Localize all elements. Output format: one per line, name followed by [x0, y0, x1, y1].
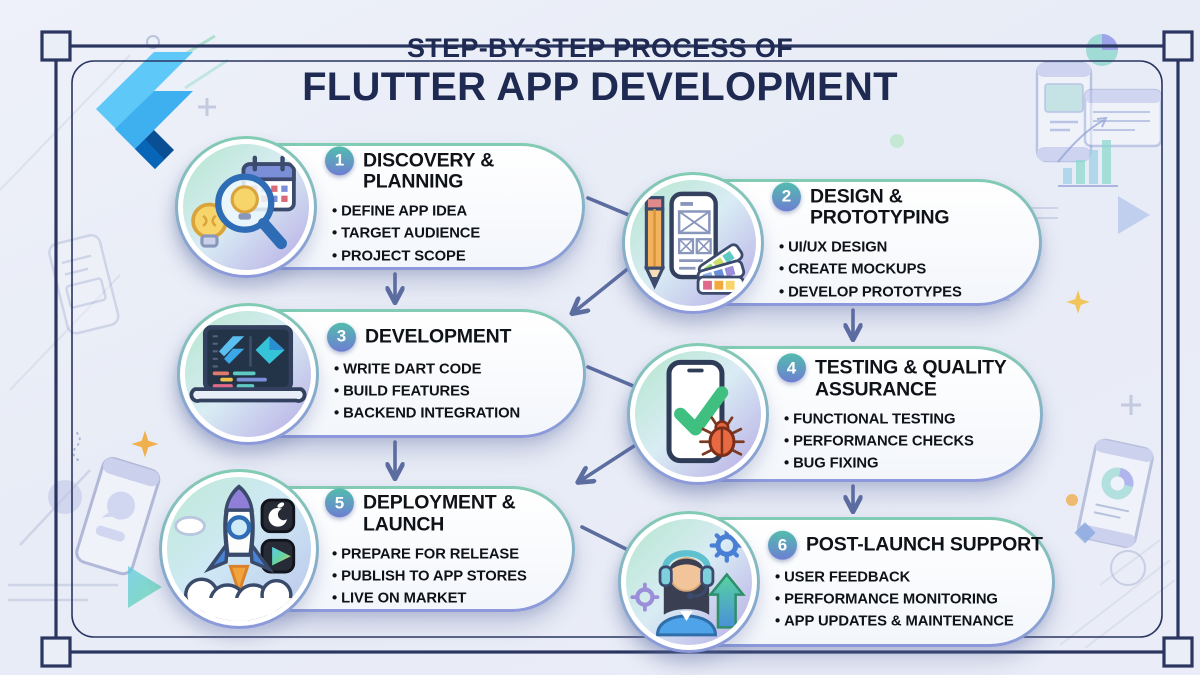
- step-title: POST-LAUNCH SUPPORT: [806, 533, 1043, 556]
- laptop-code-icon: [189, 324, 307, 403]
- bar-chart-icon: [1057, 116, 1118, 187]
- title-line-2: FLUTTER APP DEVELOPMENT: [302, 64, 898, 109]
- phone-sketch-icon: [48, 234, 120, 335]
- step-card-6: 6 POST-LAUNCH SUPPORT USER FEEDBACK PERF…: [618, 514, 1055, 650]
- bullet-item: CREATE MOCKUPS: [779, 259, 1030, 281]
- step2-bullets: UI/UX DESIGN CREATE MOCKUPS DEVELOP PROT…: [779, 237, 1030, 304]
- title-line-1: STEP-BY-STEP PROCESS OF: [407, 33, 793, 63]
- bullet-item: PREPARE FOR RELEASE: [332, 543, 563, 565]
- step3-content: 3 DEVELOPMENT WRITE DART CODE BUILD FEAT…: [327, 322, 574, 425]
- step2-icon-circle: [622, 172, 764, 314]
- bullet-item: PERFORMANCE MONITORING: [775, 589, 1043, 611]
- sparkle-icon: [131, 430, 159, 458]
- step3-bullets: WRITE DART CODE BUILD FEATURES BACKEND I…: [334, 358, 574, 425]
- pencil-wireframe-swatches-icon: [643, 191, 746, 295]
- bullet-item: USER FEEDBACK: [775, 567, 1043, 589]
- play-store-icon: [1118, 196, 1150, 234]
- step-number-badge: 5: [325, 488, 354, 518]
- bullet-item: WRITE DART CODE: [334, 358, 574, 380]
- step3-icon-circle: [177, 303, 319, 445]
- step5-icon-circle: [159, 469, 319, 629]
- step1-content: 1 DISCOVERY & PLANNING DEFINE APP IDEA T…: [325, 145, 573, 268]
- step-card-2: 2 DESIGN & PROTOTYPING UI/UX DESIGN CREA…: [622, 174, 1042, 311]
- step4-icon-circle: [627, 343, 769, 485]
- step-card-4: 4 TESTING & QUALITY ASSURANCE FUNCTIONAL…: [627, 346, 1043, 482]
- bullet-item: BACKEND INTEGRATION: [334, 403, 574, 425]
- support-agent-icon: [630, 528, 746, 637]
- bullet-item: BUILD FEATURES: [334, 380, 574, 402]
- rocket-launch-icon: [174, 484, 296, 621]
- bullet-item: PUBLISH TO APP STORES: [332, 565, 563, 587]
- step-number-badge: 6: [768, 530, 797, 560]
- step5-bullets: PREPARE FOR RELEASE PUBLISH TO APP STORE…: [332, 543, 563, 610]
- step4-bullets: FUNCTIONAL TESTING PERFORMANCE CHECKS BU…: [784, 408, 1031, 475]
- step1-bullets: DEFINE APP IDEA TARGET AUDIENCE PROJECT …: [332, 201, 573, 268]
- step5-content: 5 DEPLOYMENT & LAUNCH PREPARE FOR RELEAS…: [325, 488, 563, 609]
- step2-content: 2 DESIGN & PROTOTYPING UI/UX DESIGN CREA…: [772, 181, 1030, 304]
- step-number-badge: 2: [772, 181, 801, 211]
- step6-bullets: USER FEEDBACK PERFORMANCE MONITORING APP…: [775, 567, 1043, 634]
- bullet-item: FUNCTIONAL TESTING: [784, 408, 1031, 430]
- bullet-item: UI/UX DESIGN: [779, 237, 1030, 259]
- play-store-icon: [128, 566, 162, 608]
- step-title: DEVELOPMENT: [365, 325, 512, 348]
- phone-check-bug-icon: [666, 359, 745, 464]
- bullet-item: TARGET AUDIENCE: [332, 223, 573, 245]
- step-number-badge: 3: [327, 322, 356, 352]
- step-title: TESTING & QUALITY ASSURANCE: [815, 356, 1007, 401]
- step4-content: 4 TESTING & QUALITY ASSURANCE FUNCTIONAL…: [777, 353, 1031, 474]
- page-title: STEP-BY-STEP PROCESS OF FLUTTER APP DEVE…: [0, 33, 1200, 109]
- chat-phone-icon: [75, 456, 161, 576]
- donut-phone-icon: [1076, 438, 1154, 548]
- step-title: DISCOVERY & PLANNING: [363, 148, 495, 193]
- step-title: DESIGN & PROTOTYPING: [810, 184, 950, 229]
- bullet-item: BUG FIXING: [784, 452, 1031, 474]
- bullet-item: DEVELOP PROTOTYPES: [779, 281, 1030, 303]
- step-card-3: 3 DEVELOPMENT WRITE DART CODE BUILD FEAT…: [177, 305, 586, 442]
- plus-icon: [1121, 395, 1141, 415]
- step6-content: 6 POST-LAUNCH SUPPORT USER FEEDBACK PERF…: [768, 530, 1043, 634]
- step-title: DEPLOYMENT & LAUNCH: [363, 491, 516, 536]
- bullet-item: PERFORMANCE CHECKS: [784, 430, 1031, 452]
- bullet-item: LIVE ON MARKET: [332, 587, 563, 609]
- bullet-item: PROJECT SCOPE: [332, 245, 573, 267]
- step-card-5: 5 DEPLOYMENT & LAUNCH PREPARE FOR RELEAS…: [162, 472, 575, 626]
- step-number-badge: 1: [325, 145, 354, 175]
- bullet-item: DEFINE APP IDEA: [332, 201, 573, 223]
- magnifier-bulb-calendar-icon: [191, 155, 296, 249]
- sparkle-icon: [1066, 290, 1090, 314]
- bullet-item: APP UPDATES & MAINTENANCE: [775, 611, 1043, 633]
- step1-icon-circle: [175, 136, 317, 278]
- step-number-badge: 4: [777, 353, 806, 383]
- step6-icon-circle: [618, 511, 760, 653]
- step-card-1: 1 DISCOVERY & PLANNING DEFINE APP IDEA T…: [175, 138, 585, 275]
